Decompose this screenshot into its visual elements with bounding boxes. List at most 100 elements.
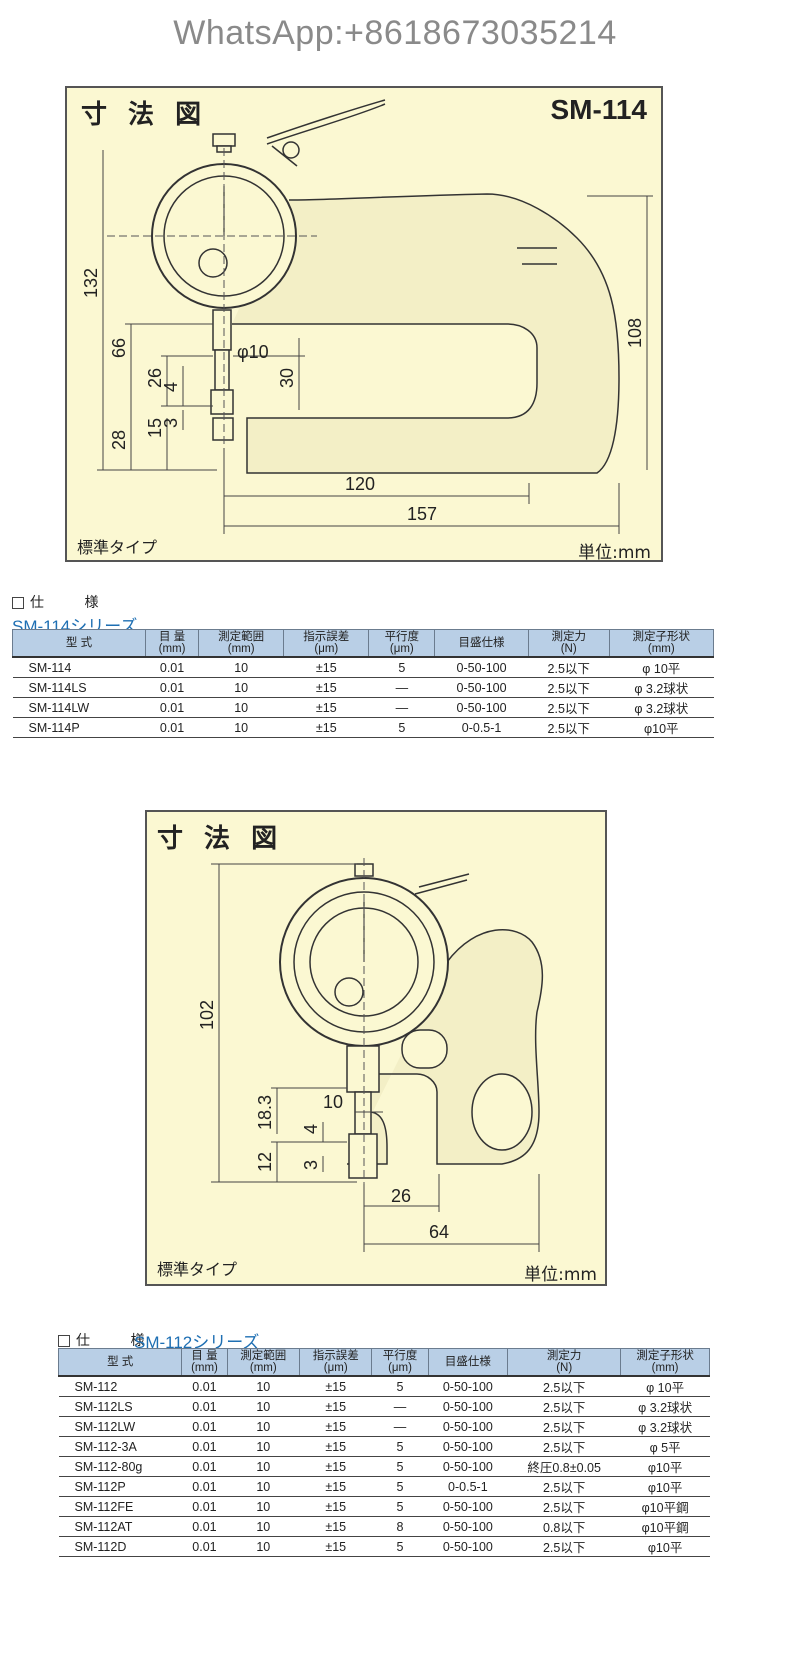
dim-132: 132: [81, 268, 101, 298]
table-cell: 0.01: [181, 1396, 228, 1417]
table-cell: 0-50-100: [434, 677, 529, 698]
table-cell: 0-50-100: [428, 1536, 508, 1557]
table-cell: ±15: [299, 1375, 372, 1397]
table-cell: 2.5以下: [507, 1396, 621, 1417]
table-cell: 0.8以下: [507, 1516, 621, 1537]
drawing-title: 寸 法 図: [157, 824, 284, 854]
column-header: 型 式: [12, 629, 146, 658]
table-cell: ±15: [299, 1436, 372, 1457]
table-cell: 終圧0.8±0.05: [507, 1456, 621, 1477]
dim-3: 3: [161, 418, 181, 428]
table-cell: ±15: [283, 717, 369, 738]
table-cell: 0.01: [181, 1436, 228, 1457]
model-cell: SM-112FE: [58, 1496, 182, 1517]
column-header: 型 式: [57, 1348, 183, 1377]
table-header-row: 型 式目 量 (mm)測定範囲 (mm)指示誤差 (μm)平行度 (μm)目盛仕…: [12, 629, 715, 658]
table-cell: 5: [371, 1375, 429, 1397]
table-cell: 0.01: [145, 656, 199, 678]
column-header: 測定力 (N): [527, 629, 610, 658]
table-cell: 2.5以下: [507, 1416, 621, 1437]
table-cell: 5: [368, 656, 435, 678]
spec-table-sm114: 型 式目 量 (mm)測定範囲 (mm)指示誤差 (μm)平行度 (μm)目盛仕…: [12, 629, 715, 738]
dim-157: 157: [407, 504, 437, 524]
table-cell: 10: [227, 1416, 300, 1437]
dim-26: 26: [145, 368, 165, 388]
dim-30: 30: [277, 368, 297, 388]
table-cell: —: [368, 697, 435, 718]
dim-102: 102: [197, 1000, 217, 1030]
table-cell: φ 10平: [609, 656, 714, 678]
table-cell: 10: [198, 697, 284, 718]
table-cell: 0.01: [145, 697, 199, 718]
table-cell: ±15: [299, 1536, 372, 1557]
table-cell: 0.01: [145, 717, 199, 738]
type-label: 標準タイプ: [77, 538, 158, 557]
spec-heading-2: 仕 様: [58, 1330, 162, 1350]
dim-12: 12: [255, 1152, 275, 1172]
table-cell: 10: [227, 1375, 300, 1397]
table-cell: ±15: [299, 1416, 372, 1437]
unit-label: 単位:mm: [578, 543, 651, 562]
column-header: 平行度 (μm): [371, 1348, 429, 1377]
dim-10: 10: [323, 1092, 343, 1112]
table-cell: 5: [371, 1476, 429, 1497]
table-cell: 10: [198, 656, 284, 678]
table-cell: 8: [371, 1516, 429, 1537]
dim-15: 15: [145, 418, 165, 438]
table-cell: 10: [227, 1496, 300, 1517]
table-cell: 10: [227, 1516, 300, 1537]
dim-28: 28: [109, 430, 129, 450]
table-cell: 0-50-100: [428, 1496, 508, 1517]
model-label: SM-114: [550, 94, 648, 125]
model-cell: SM-112-80g: [58, 1456, 182, 1477]
table-cell: φ10平: [620, 1536, 710, 1557]
table-cell: ±15: [299, 1396, 372, 1417]
column-header: 指示誤差 (μm): [283, 629, 370, 658]
table-cell: φ10平鋼: [620, 1516, 710, 1537]
dim-26: 26: [391, 1186, 411, 1206]
table-cell: 0.01: [181, 1496, 228, 1517]
dimension-drawing-sm112: 102 10 18.3 4 12 3 26 64 寸 法 図 標準タイプ 単位:…: [145, 810, 607, 1286]
checkbox-square-icon: [12, 597, 24, 609]
model-cell: SM-112LW: [58, 1416, 182, 1437]
table-header-row: 型 式目 量 (mm)測定範囲 (mm)指示誤差 (μm)平行度 (μm)目盛仕…: [57, 1348, 710, 1377]
table-cell: 0-50-100: [428, 1516, 508, 1537]
table-cell: φ10平: [620, 1476, 710, 1497]
dim-4: 4: [161, 382, 181, 392]
table-cell: 0.01: [145, 677, 199, 698]
table-cell: 10: [227, 1536, 300, 1557]
table-cell: 0-50-100: [434, 656, 529, 678]
dim-64: 64: [429, 1222, 449, 1242]
dim-66: 66: [109, 338, 129, 358]
table-cell: —: [371, 1396, 429, 1417]
table-cell: 0-0.5-1: [428, 1476, 508, 1497]
table-cell: 10: [227, 1396, 300, 1417]
table-cell: —: [368, 677, 435, 698]
model-cell: SM-112P: [58, 1476, 182, 1497]
dim-18-3: 18.3: [255, 1095, 275, 1130]
table-cell: 5: [371, 1456, 429, 1477]
table-cell: 2.5以下: [507, 1496, 621, 1517]
dim-3: 3: [301, 1160, 321, 1170]
table-cell: 0.01: [181, 1536, 228, 1557]
table-cell: 0.01: [181, 1516, 228, 1537]
drawing-title: 寸 法 図: [81, 100, 208, 130]
table-cell: 0-0.5-1: [434, 717, 529, 738]
column-header: 測定範囲 (mm): [226, 1348, 301, 1377]
table-cell: 2.5以下: [528, 717, 610, 738]
table-cell: φ 5平: [620, 1436, 710, 1457]
checkbox-square-icon: [58, 1335, 70, 1347]
column-header: 測定子形状 (mm): [608, 629, 715, 658]
table-cell: 0.01: [181, 1476, 228, 1497]
table-cell: 0-50-100: [428, 1416, 508, 1437]
table-cell: 2.5以下: [507, 1436, 621, 1457]
table-cell: 2.5以下: [528, 656, 610, 678]
table-cell: 2.5以下: [507, 1536, 621, 1557]
